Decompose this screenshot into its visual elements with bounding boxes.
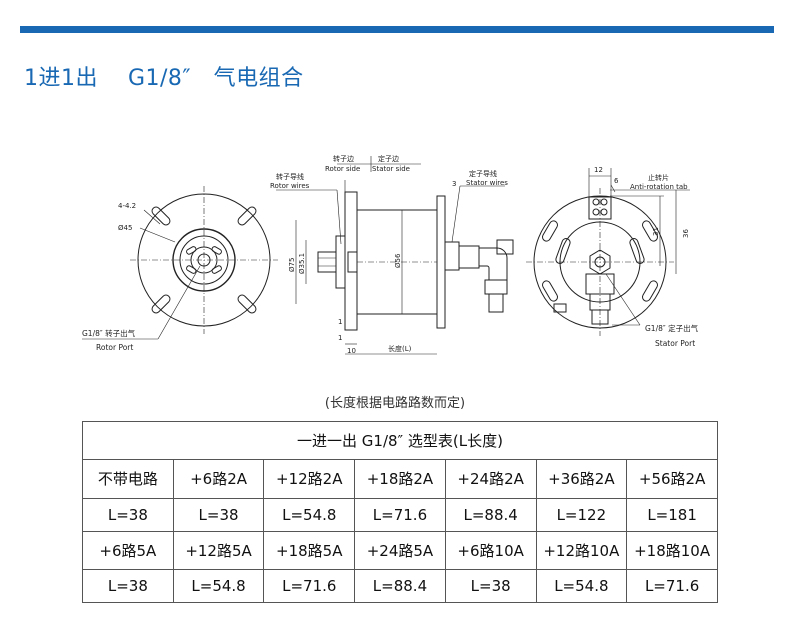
table-cell: L=181 — [626, 497, 718, 532]
rotor-end-view — [82, 186, 278, 340]
stator-end-view — [526, 168, 690, 336]
length-note: (长度根据电路路数而定) — [324, 396, 466, 411]
table-caption: 一进一出 G1/8″ 选型表(L长度) — [82, 420, 718, 461]
dim-12: 12 — [594, 166, 603, 174]
table-cell: L=71.6 — [263, 568, 356, 604]
table-cell: L=38 — [82, 497, 174, 532]
dim-6: 6 — [614, 177, 619, 185]
stator-port-label-en: Stator Port — [655, 339, 695, 348]
table-cell: L=38 — [82, 568, 174, 604]
table-cell: +24路2A — [444, 459, 537, 499]
table-cell: +12路5A — [172, 530, 265, 570]
stator-wires-cn: 定子导线 — [469, 169, 497, 178]
table-row: 不带电路 +6路2A +12路2A +18路2A +24路2A +36路2A +… — [82, 459, 718, 499]
table-cell: L=54.8 — [172, 568, 265, 604]
rotor-port-label: G1/8″ 转子出气 — [82, 328, 136, 338]
dim-36: 36 — [682, 229, 690, 238]
rotor-wires-cn: 转子导线 — [276, 172, 304, 181]
table-cell: L=54.8 — [535, 568, 628, 604]
table-cell: 不带电路 — [82, 459, 174, 499]
table-cell: +6路2A — [172, 459, 265, 499]
table-cell: +18路10A — [626, 530, 718, 570]
table-cell: L=122 — [535, 497, 628, 532]
rotor-side-cn: 转子边 — [333, 154, 354, 163]
header-accent-bar — [20, 26, 774, 33]
table-row: L=38 L=38 L=54.8 L=71.6 L=88.4 L=122 L=1… — [82, 497, 718, 532]
table-cell: L=38 — [444, 568, 537, 604]
rotor-port-label-en: Rotor Port — [96, 343, 133, 352]
table-cell: +6路10A — [444, 530, 537, 570]
dim-56: Ø56 — [394, 253, 402, 268]
hole-spec-label: 4-4.2 — [118, 202, 136, 210]
table-cell: +12路2A — [263, 459, 356, 499]
table-cell: L=71.6 — [626, 568, 718, 604]
table-cell: +36路2A — [535, 459, 628, 499]
dim-75: Ø75 — [288, 258, 296, 272]
table-caption-row: 一进一出 G1/8″ 选型表(L长度) — [82, 420, 718, 461]
stator-wires-en: Stator wires — [466, 179, 508, 187]
selection-table: 一进一出 G1/8″ 选型表(L长度) 不带电路 +6路2A +12路2A +1… — [82, 420, 718, 604]
table-cell: +18路2A — [354, 459, 446, 499]
dim-35: Ø35.1 — [298, 253, 306, 274]
diameter-45-label: Ø45 — [118, 224, 132, 232]
rotor-side-en: Rotor side — [325, 165, 360, 173]
dim-1b: 1 — [338, 334, 342, 342]
stator-side-cn: 定子边 — [378, 154, 399, 163]
table-cell: +6路5A — [82, 530, 174, 570]
table-cell: L=71.6 — [354, 497, 446, 532]
dim-1a: 1 — [338, 318, 342, 326]
table-cell: L=54.8 — [263, 497, 356, 532]
table-cell: +56路2A — [626, 459, 718, 499]
table-cell: +18路5A — [263, 530, 356, 570]
rotor-wires-en: Rotor wires — [270, 182, 310, 190]
dim-31: 31 — [652, 227, 660, 236]
length-label: 长度(L) — [388, 344, 412, 353]
table-cell: +12路10A — [535, 530, 628, 570]
table-cell: L=88.4 — [444, 497, 537, 532]
table-row: +6路5A +12路5A +18路5A +24路5A +6路10A +12路10… — [82, 530, 718, 570]
stator-port-label: G1/8″ 定子出气 — [645, 323, 699, 333]
page-title: 1进1出 G1/8″ 气电组合 — [24, 66, 304, 91]
table-row: L=38 L=54.8 L=71.6 L=88.4 L=38 L=54.8 L=… — [82, 568, 718, 604]
dim-10: 10 — [347, 347, 356, 355]
table-cell: L=38 — [172, 497, 265, 532]
anti-rotation-tab-en: Anti-rotation tab — [630, 183, 688, 191]
dim-3: 3 — [452, 180, 456, 188]
table-cell: +24路5A — [354, 530, 446, 570]
side-view — [276, 156, 514, 355]
technical-drawing: 4-4.2 Ø45 G1/8″ 转子出气 Rotor Port — [82, 154, 699, 355]
stator-side-en: Stator side — [372, 165, 410, 173]
anti-rotation-tab-cn: 止转片 — [648, 173, 669, 182]
table-cell: L=88.4 — [354, 568, 446, 604]
